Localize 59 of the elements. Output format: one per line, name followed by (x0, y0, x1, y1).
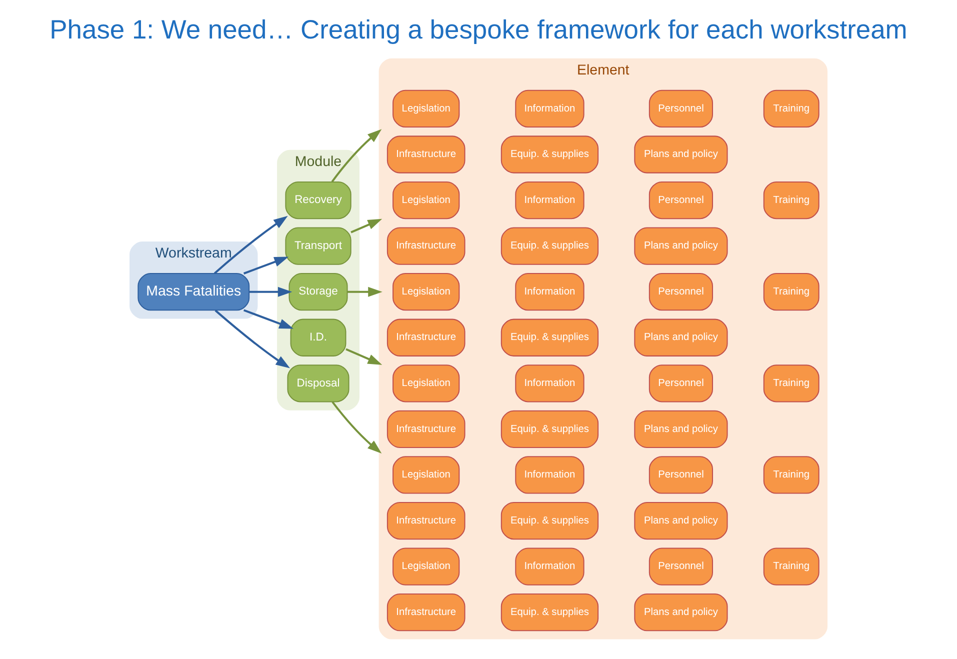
arrow (347, 286, 382, 296)
node-box: Infrastructure (386, 318, 466, 356)
node-box: Information (515, 272, 584, 310)
node-box: Legislation (392, 89, 460, 128)
node-box: Information (515, 180, 584, 219)
node-box: Plans and policy (634, 593, 728, 631)
node-box: Training (763, 180, 820, 219)
node-box: Legislation (392, 456, 460, 494)
node-box: Plans and policy (634, 135, 728, 173)
node-box: Personnel (648, 364, 714, 402)
node-box: Information (515, 547, 584, 585)
node-box: Plans and policy (634, 501, 728, 540)
node-box: Training (763, 547, 820, 585)
node-box: Plans and policy (634, 410, 728, 448)
arrow (243, 256, 289, 274)
node-box: Transport (285, 226, 352, 264)
node-box: Disposal (287, 364, 350, 402)
arrow (332, 400, 382, 454)
node-box: Plans and policy (634, 226, 728, 264)
node-box: Equip. & supplies (500, 318, 599, 356)
node-box: Training (763, 364, 820, 402)
node-box: Infrastructure (386, 593, 466, 631)
node-box: Equip. & supplies (500, 410, 599, 448)
node-box: Infrastructure (386, 226, 466, 264)
node-box: Plans and policy (634, 318, 728, 356)
node-box: Infrastructure (386, 501, 466, 540)
arrow (249, 286, 292, 296)
node-box: Personnel (648, 180, 714, 219)
arrow (214, 309, 290, 368)
node-box: Recovery (285, 180, 352, 219)
node-box: Equip. & supplies (500, 501, 599, 540)
node-box: Storage (288, 272, 348, 310)
node-box: Information (515, 364, 584, 402)
node-box: Training (763, 272, 820, 310)
node-box: Personnel (648, 547, 714, 585)
arrow (214, 215, 288, 274)
node-box: Equip. & supplies (500, 226, 599, 264)
node-box: Infrastructure (386, 135, 466, 173)
arrow (350, 218, 382, 233)
node-box: Equip. & supplies (500, 135, 599, 173)
arrow (243, 308, 294, 328)
node-box: Equip. & supplies (500, 593, 599, 631)
node-box: Training (763, 456, 820, 494)
node-box: Training (763, 89, 820, 128)
arrow (331, 128, 382, 182)
node-box: I.D. (290, 318, 346, 356)
arrow (346, 348, 382, 364)
node-box: Infrastructure (386, 410, 466, 448)
node-box: Legislation (392, 272, 460, 310)
node-box: Legislation (392, 547, 460, 585)
node-box: Personnel (648, 89, 714, 128)
node-box: Mass Fatalities (138, 272, 250, 310)
node-box: Personnel (648, 272, 714, 310)
node-box: Information (515, 89, 584, 128)
diagram-title: Phase 1: We need… Creating a bespoke framework for each workstream (50, 14, 908, 44)
node-box: Legislation (392, 364, 460, 402)
node-box: Legislation (392, 180, 460, 219)
node-box: Personnel (648, 456, 714, 494)
node-box: Information (515, 456, 584, 494)
